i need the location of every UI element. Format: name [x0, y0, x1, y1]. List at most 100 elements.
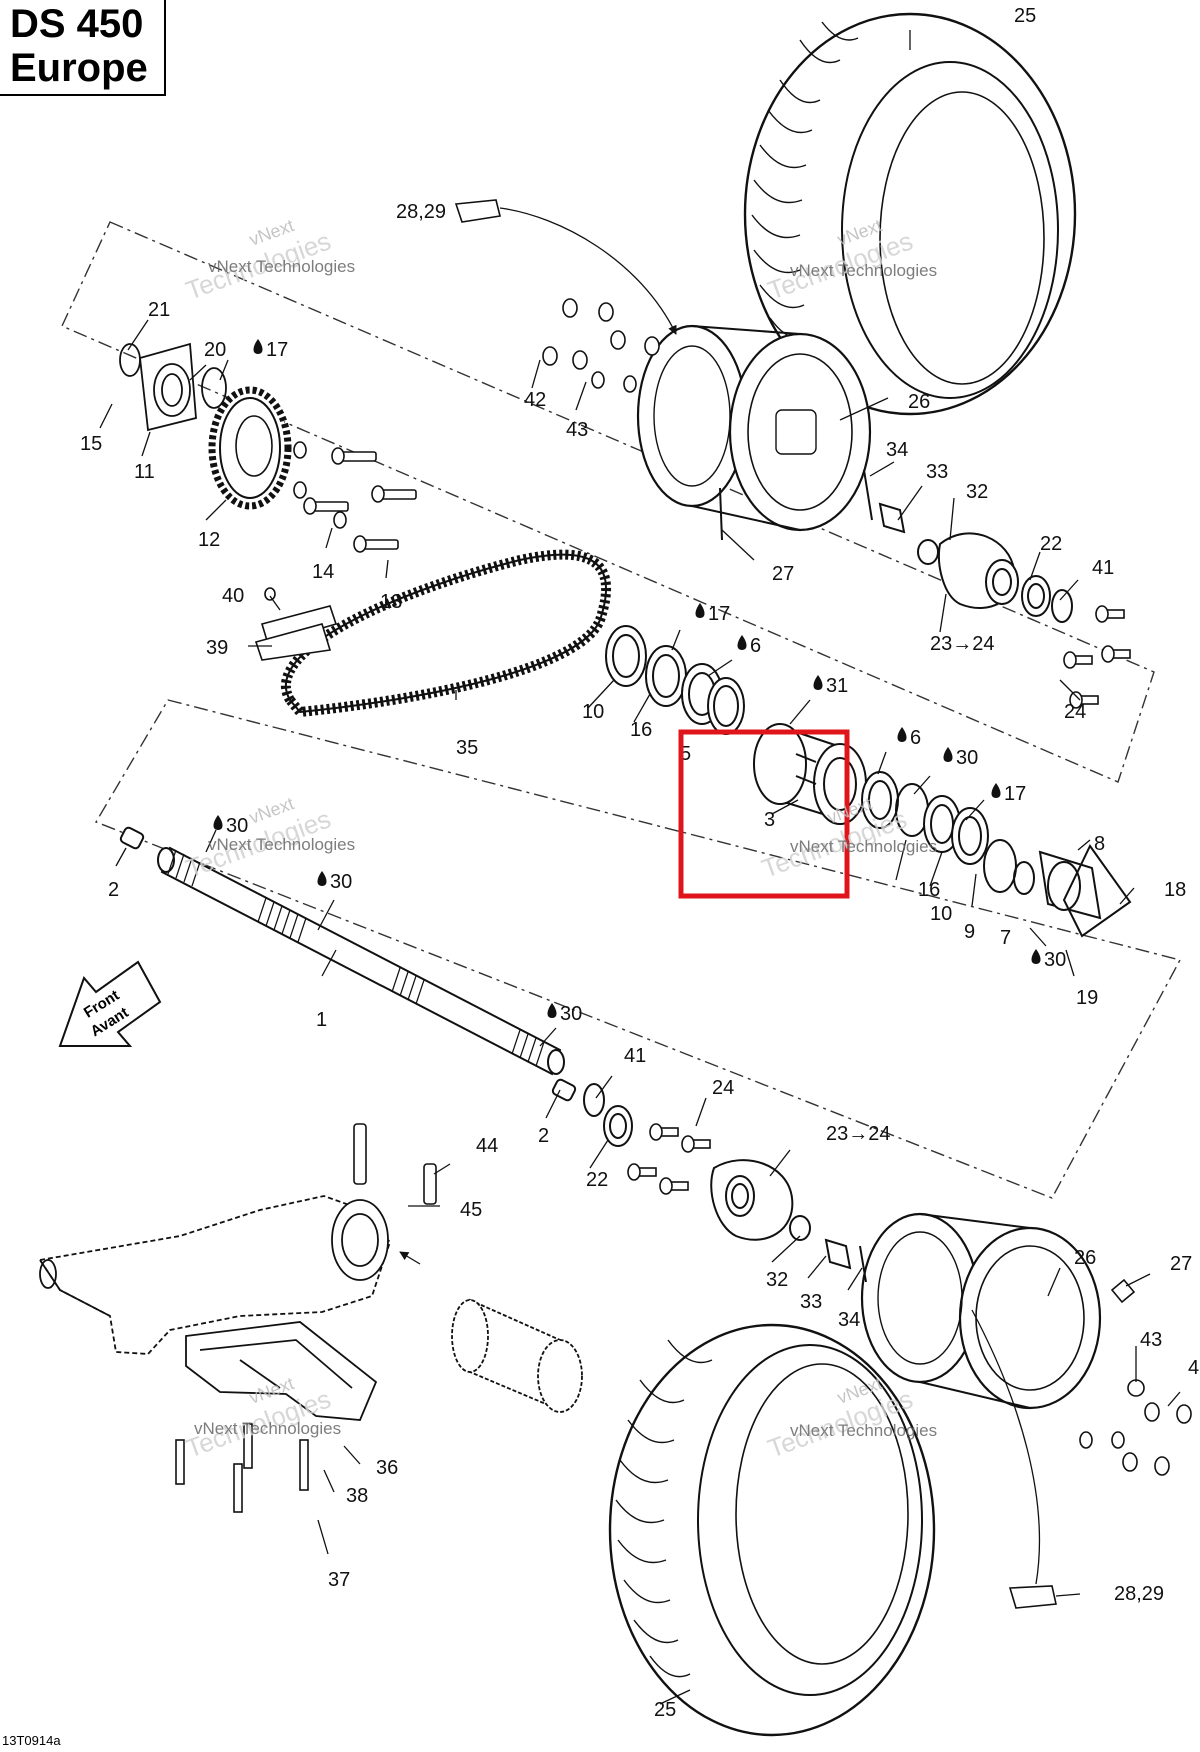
part-number-label: 32 — [766, 1269, 788, 1291]
tire-lower — [608, 1323, 936, 1737]
part-number-label: 30 — [956, 747, 978, 769]
part-callout: 23→24 — [826, 1123, 891, 1145]
lubricant-drop-icon — [897, 727, 907, 742]
part-callout: 41 — [624, 1045, 646, 1067]
bearing-housing — [753, 723, 867, 825]
part-callout: 14 — [312, 561, 334, 583]
bearing-carrier-upper — [863, 469, 1073, 623]
part-callout: 28,29 — [1114, 1583, 1164, 1605]
part-callout: 36 — [376, 1457, 398, 1479]
part-callout: 43 — [566, 419, 588, 441]
part-number-label: 23→24 — [826, 1123, 891, 1145]
lug-nut-plates — [454, 199, 1057, 1609]
part-number-label: 30 — [1044, 949, 1066, 971]
part-callout: 45 — [460, 1199, 482, 1221]
part-number-label: 10 — [930, 903, 952, 925]
part-callout: 17 — [991, 783, 1026, 805]
part-callout: 15 — [80, 433, 102, 455]
part-number-label: 17 — [1004, 783, 1026, 805]
part-callout: 42 — [1188, 1357, 1200, 1379]
part-callout: 31 — [813, 675, 848, 697]
part-number-label: 34 — [838, 1309, 860, 1331]
part-number-label: 20 — [204, 339, 226, 361]
part-callout: 27 — [772, 563, 794, 585]
part-number-label: 40 — [222, 585, 244, 607]
part-callout: 32 — [966, 481, 988, 503]
part-callout: 25 — [1014, 5, 1036, 27]
part-number-label: 28,29 — [396, 201, 446, 223]
part-number-label: 31 — [826, 675, 848, 697]
part-number-label: 30 — [560, 1003, 582, 1025]
part-callout: 19 — [1076, 987, 1098, 1009]
part-callout: 30 — [1031, 949, 1066, 971]
part-callout: 13 — [380, 591, 402, 613]
part-callout: 5 — [680, 743, 691, 765]
lubricant-drop-icon — [737, 635, 747, 650]
part-number-label: 32 — [966, 481, 988, 503]
part-number-label: 28,29 — [1114, 1583, 1164, 1605]
part-number-label: 42 — [524, 389, 546, 411]
bolt-set — [293, 441, 1131, 1195]
part-highlight-box — [678, 729, 850, 899]
part-number-label: 33 — [800, 1291, 822, 1313]
part-number-label: 16 — [918, 879, 940, 901]
model-region: Europe — [10, 46, 148, 90]
bearing-carrier-lower — [710, 1159, 867, 1283]
part-callout: 17 — [253, 339, 288, 361]
part-number-label: 18 — [1164, 879, 1186, 901]
bearing-stack-upper — [605, 625, 745, 735]
lubricant-drop-icon — [943, 747, 953, 762]
valve-stems — [1110, 1278, 1145, 1397]
part-callout: 26 — [908, 391, 930, 413]
watermark-small: vNext Technologies — [208, 257, 355, 276]
part-callout: 22 — [586, 1169, 608, 1191]
part-number-label: 8 — [1094, 833, 1105, 855]
part-callout: 20 — [204, 339, 226, 361]
part-callout: 40 — [222, 585, 244, 607]
part-number-label: 6 — [910, 727, 921, 749]
part-callout: 41 — [1092, 557, 1114, 579]
part-number-label: 27 — [1170, 1253, 1192, 1275]
part-callout: 17 — [695, 603, 730, 625]
part-callout: 43 — [1140, 1329, 1162, 1351]
part-callout: 24 — [1064, 701, 1086, 723]
watermark-small: vNext Technologies — [790, 1421, 937, 1440]
part-callout: 32 — [766, 1269, 788, 1291]
part-callout: 25 — [654, 1699, 676, 1721]
drive-chain — [280, 549, 611, 718]
part-callout: 10 — [930, 903, 952, 925]
part-callout: 6 — [737, 635, 761, 657]
part-callout: 35 — [456, 737, 478, 759]
part-number-label: 3 — [764, 809, 775, 831]
part-callout: 8 — [1094, 833, 1105, 855]
part-callout: 34 — [886, 439, 908, 461]
part-number-label: 41 — [624, 1045, 646, 1067]
part-callout: 30 — [547, 1003, 582, 1025]
part-callout: 39 — [206, 637, 228, 659]
part-number-label: 17 — [708, 603, 730, 625]
part-callout: 3 — [764, 809, 775, 831]
part-number-label: 30 — [226, 815, 248, 837]
part-number-label: 13 — [380, 591, 402, 613]
part-callout: 12 — [198, 529, 220, 551]
assembly-frame-lower — [94, 699, 1182, 1199]
part-number-label: 1 — [316, 1009, 327, 1031]
part-callout: 9 — [964, 921, 975, 943]
tire-upper — [743, 12, 1077, 416]
part-number-label: 30 — [330, 871, 352, 893]
part-number-label: 10 — [582, 701, 604, 723]
part-number-label: 44 — [476, 1135, 498, 1157]
part-number-label: 34 — [886, 439, 908, 461]
part-number-label: 2 — [538, 1125, 549, 1147]
part-callout: 26 — [1074, 1247, 1096, 1269]
bolts-44-45 — [175, 1123, 437, 1513]
part-callout: 33 — [800, 1291, 822, 1313]
sprocket-hub — [119, 342, 227, 432]
part-number-label: 6 — [750, 635, 761, 657]
part-number-label: 24 — [1064, 701, 1086, 723]
part-number-label: 37 — [328, 1569, 350, 1591]
part-number-label: 17 — [266, 339, 288, 361]
leader-lines — [99, 30, 1181, 1705]
part-callout: 16 — [630, 719, 652, 741]
